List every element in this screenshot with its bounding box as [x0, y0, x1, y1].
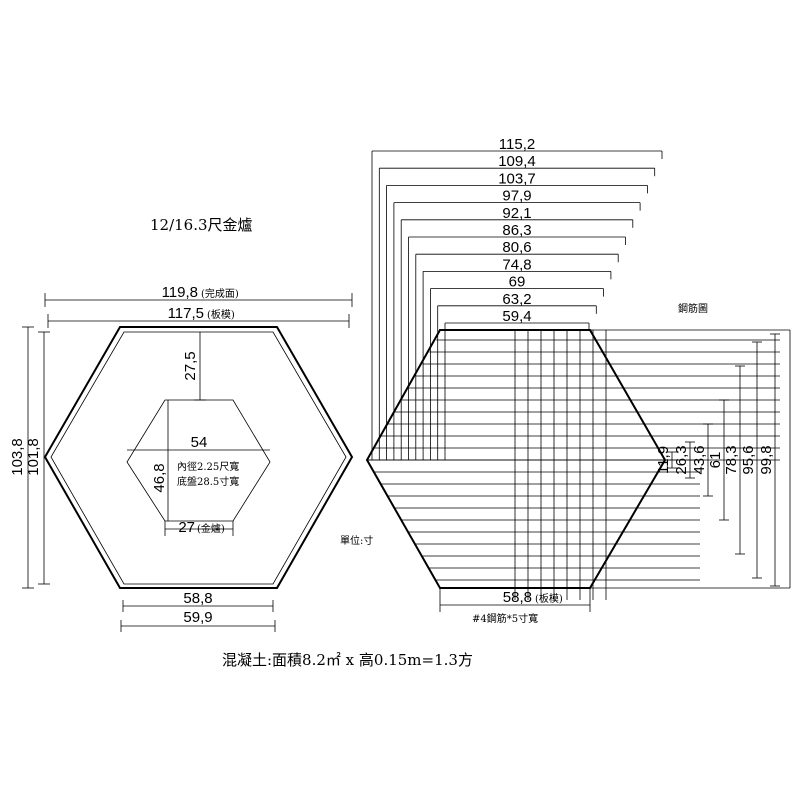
left-hexagon-outer [43, 326, 354, 589]
rebar-note: 鋼筋圖 [678, 302, 708, 315]
side-dim-label: 78,3 [723, 445, 740, 474]
top-dim-label: 103,7 [498, 170, 536, 187]
inner-note-1: 內徑2.25尺寬 [177, 460, 239, 473]
height-label-inner: 101,8 [25, 438, 42, 476]
right-hexagon-group: 115,2109,4103,797,992,186,380,674,86963,… [365, 136, 791, 625]
top-dim-label: 115,2 [499, 136, 535, 153]
side-dim-label: 61 [707, 452, 724, 469]
inner-note-2: 底盤28.5寸寬 [177, 475, 239, 488]
inner-height-label: 46,8 [151, 463, 168, 492]
top-dim-label: 59,4 [502, 308, 531, 325]
top-dim-label: 74,8 [502, 256, 531, 273]
width-label-finish: 119,8 [162, 284, 198, 301]
top-dim-label: 80,6 [502, 239, 531, 256]
side-dim-label: 43,6 [691, 445, 708, 474]
inner-bottom-label: 27 [178, 519, 195, 536]
left-hexagon-group: 119,8 (完成面) 117,5 (板模) 103,8 101,8 58,8 … [9, 284, 354, 632]
top-dim-label: 109,4 [498, 153, 536, 170]
top-dim-label: 63,2 [502, 291, 531, 308]
width-note-finish: (完成面) [201, 287, 239, 300]
inner-bottom-note: (金爐) [197, 522, 225, 535]
side-dim-label: 95,6 [740, 445, 757, 474]
right-bottom-note: (板模) [535, 592, 563, 605]
top-dim-label: 69 [509, 274, 526, 291]
bottom-label-2: 59,9 [183, 609, 212, 626]
width-note-form: (板模) [207, 308, 235, 321]
inner-hexagon [126, 399, 271, 522]
top-dim-label: 86,3 [502, 222, 531, 239]
height-label-outer: 103,8 [9, 438, 26, 476]
top-dim-label: 97,9 [502, 188, 531, 205]
width-label-form: 117,5 [168, 305, 204, 322]
right-hexagon [365, 329, 667, 589]
left-hexagon-inner [50, 331, 347, 585]
top-dim-label: 92,1 [502, 205, 531, 222]
bottom-label-1: 58,8 [183, 590, 212, 607]
side-dim-label: 99,8 [758, 445, 775, 474]
unit-note: 單位:寸 [340, 534, 373, 547]
right-bottom-label: 58,8 [503, 589, 532, 606]
right-dimension-lines: 115,2109,4103,797,992,186,380,674,86963,… [367, 136, 791, 600]
concrete-formula: 混凝土:面積8.2㎡ x 高0.15m=1.3方 [222, 651, 473, 669]
side-dim-label: 26,3 [673, 445, 690, 474]
drawing-title: 12/16.3尺金爐 [150, 216, 253, 234]
side-dim-label: 11,9 [655, 446, 672, 474]
rebar-caption: #4鋼筋*5寸寬 [472, 612, 538, 625]
top-gap-label: 27,5 [182, 351, 199, 380]
inner-width-label: 54 [191, 434, 208, 451]
